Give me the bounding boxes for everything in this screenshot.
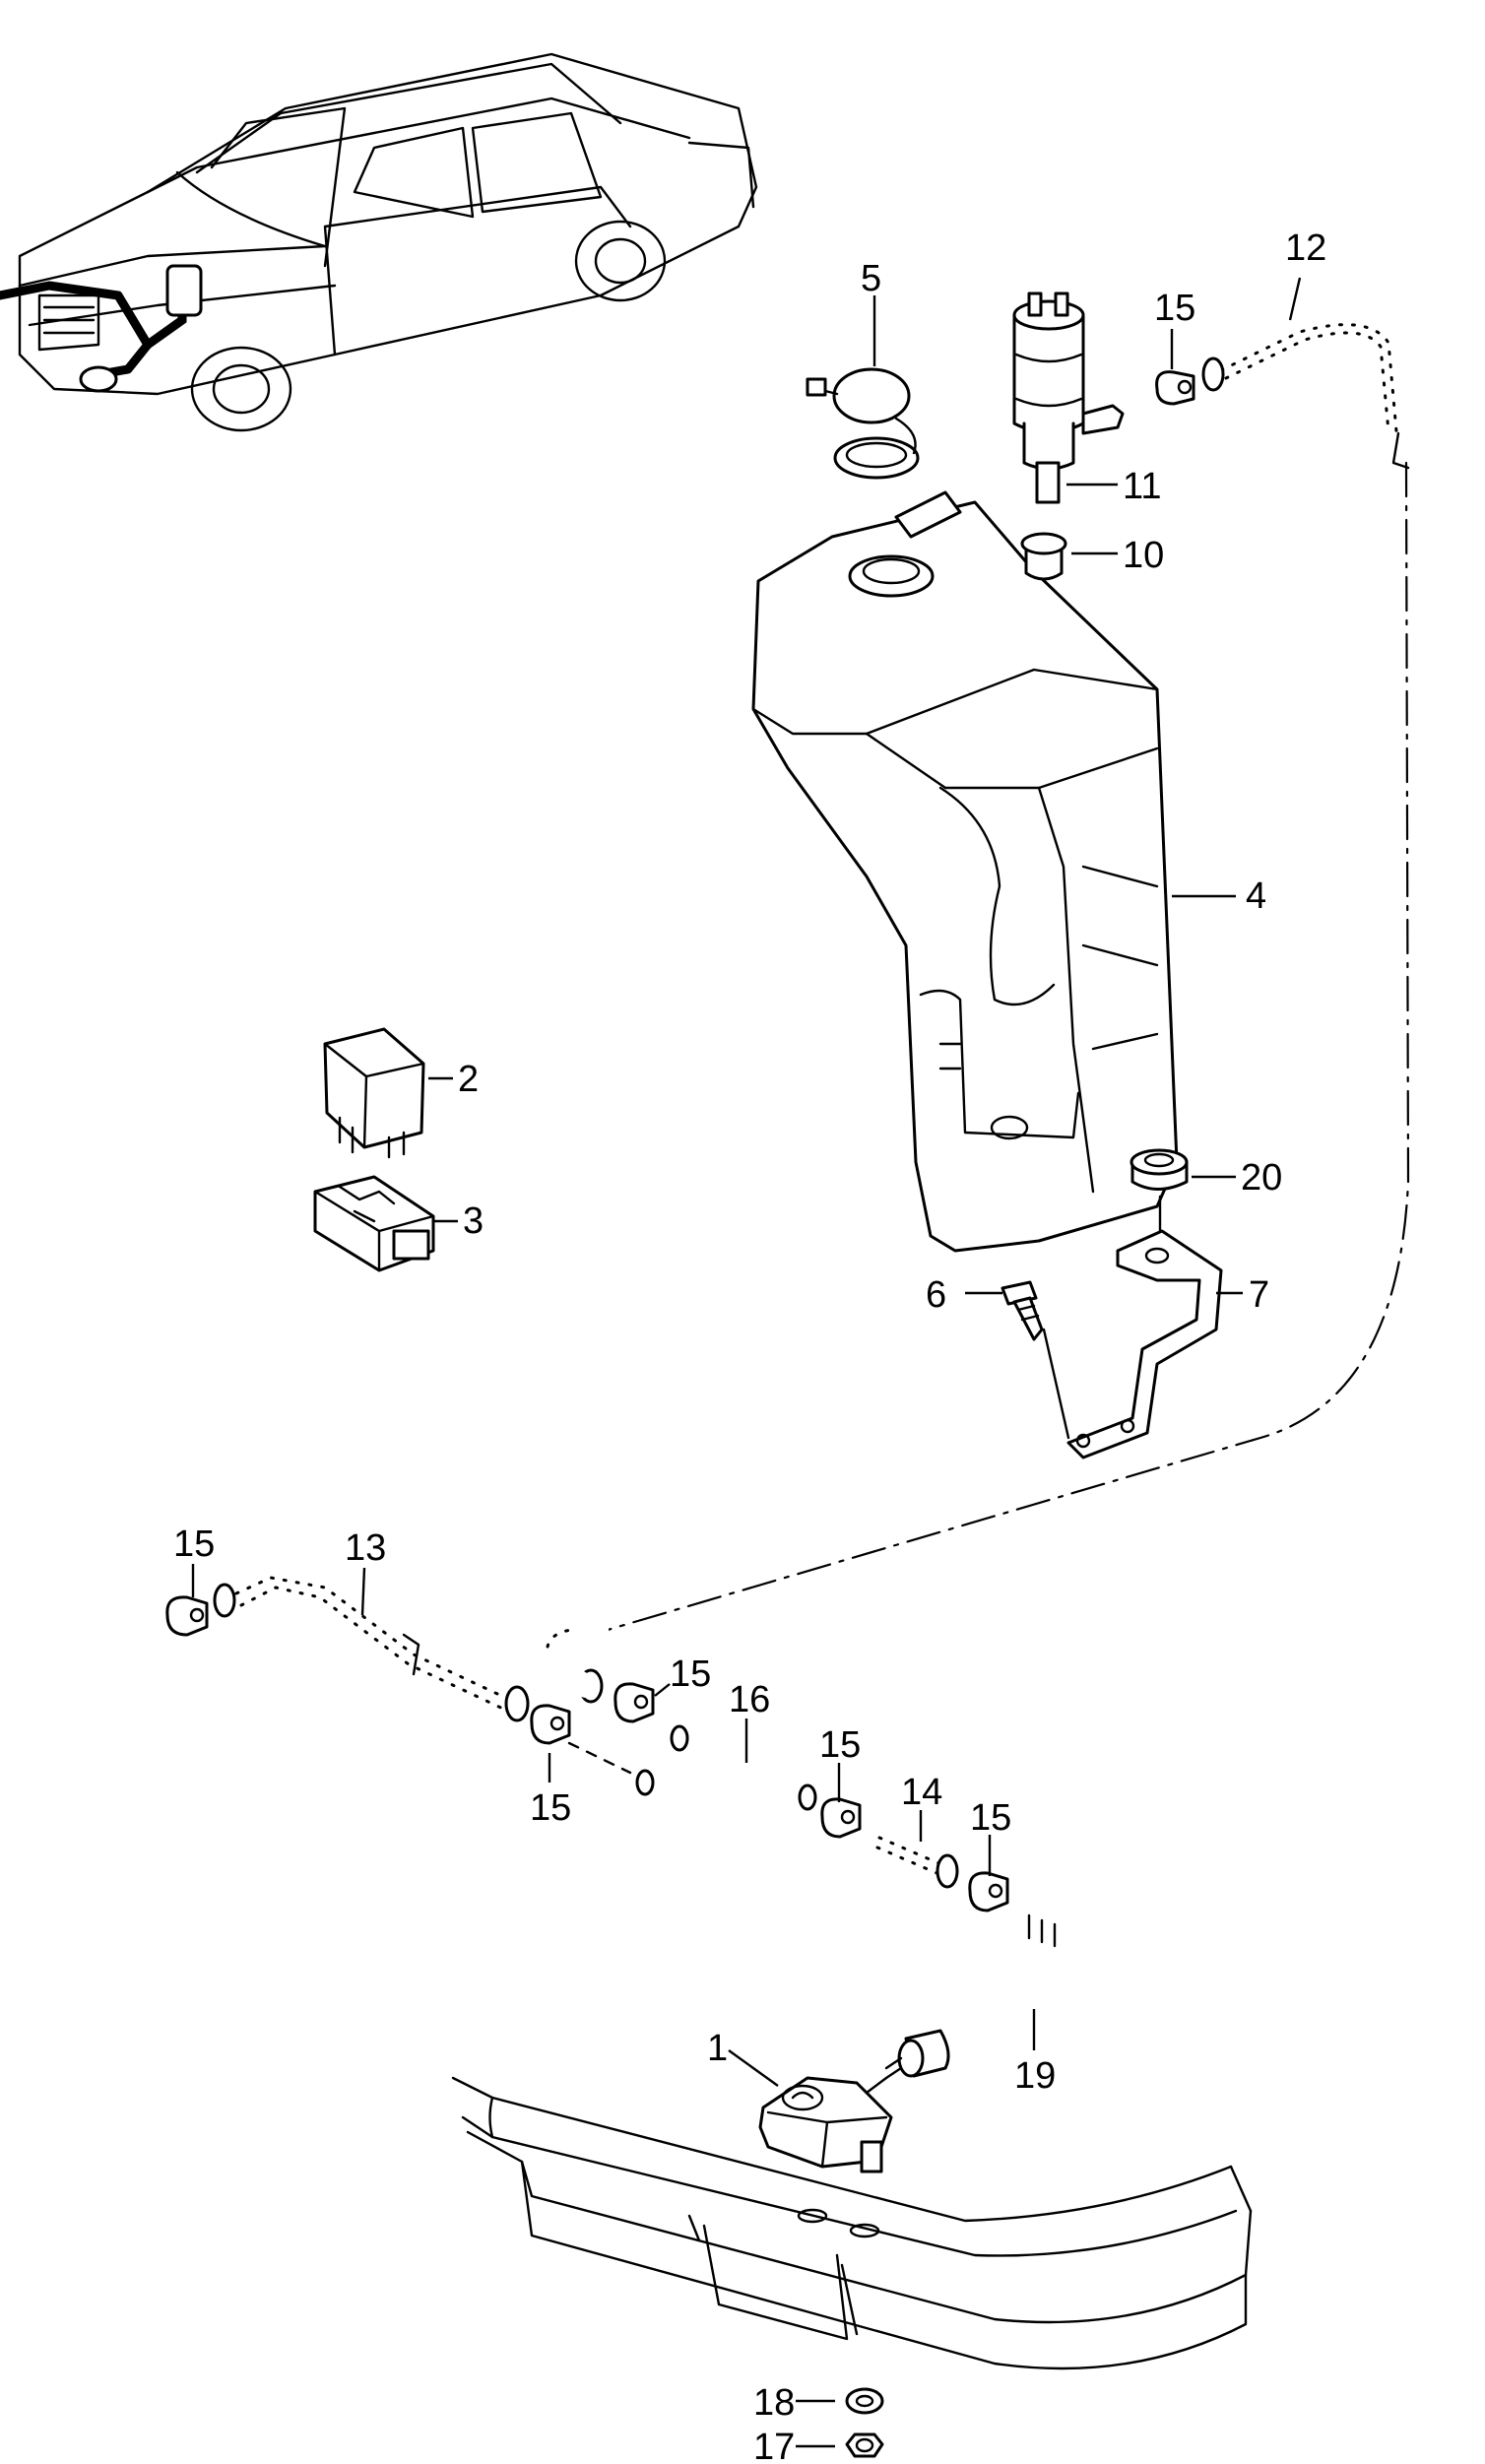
relay-base [313, 1175, 435, 1272]
callout-15-right: 15 [970, 1797, 1011, 1839]
filler-cap [806, 367, 920, 480]
reservoir-grommet [1130, 1148, 1189, 1233]
callout-5: 5 [861, 258, 881, 299]
washer-pump [1012, 292, 1125, 504]
hose-clip-right [968, 1871, 1009, 1913]
callout-10: 10 [1123, 535, 1164, 576]
callout-15-junction-left: 15 [530, 1787, 571, 1829]
t-connector [635, 1724, 817, 1816]
hose-clip-mid [820, 1797, 862, 1839]
callout-6: 6 [926, 1274, 946, 1316]
callout-15-left: 15 [173, 1524, 215, 1565]
nut [845, 2432, 884, 2458]
callout-2: 2 [458, 1059, 479, 1100]
callout-15-top: 15 [1154, 288, 1195, 329]
callout-18: 18 [753, 2382, 795, 2424]
callout-15-junction-right: 15 [670, 1653, 711, 1695]
washer-fluid-reservoir [751, 490, 1179, 1253]
callout-15-mid: 15 [819, 1724, 861, 1766]
hose-clip-top [1155, 370, 1195, 406]
callout-17: 17 [753, 2427, 795, 2464]
callout-3: 3 [463, 1200, 484, 1242]
callout-12: 12 [1285, 227, 1326, 269]
hose-14 [863, 1828, 959, 1889]
callout-13: 13 [345, 1527, 386, 1569]
callout-4: 4 [1246, 875, 1266, 917]
front-bumper [451, 2076, 1253, 2370]
nozzle-hose-19 [897, 1913, 1111, 2078]
callout-7: 7 [1249, 1274, 1269, 1316]
hose-clip-junction-right [613, 1682, 655, 1723]
callout-1: 1 [707, 2028, 728, 2069]
supply-hose-lower-end [531, 1612, 609, 1704]
supply-hose-12 [1197, 308, 1417, 470]
car-overview-illustration [0, 52, 758, 432]
washer [845, 2387, 884, 2415]
headlight-washer-nozzle [758, 2056, 903, 2173]
junction-dash [567, 1741, 632, 1775]
callout-11: 11 [1123, 466, 1161, 507]
leader-lines [191, 277, 1302, 2448]
callout-14: 14 [901, 1772, 942, 1813]
hose-13 [212, 1563, 530, 1722]
relay [323, 1027, 425, 1159]
mounting-bracket [1042, 1229, 1223, 1459]
self-tapping-screw [1001, 1280, 1044, 1341]
callout-16: 16 [729, 1679, 770, 1720]
callout-19: 19 [1014, 2055, 1056, 2097]
callout-20: 20 [1241, 1157, 1282, 1199]
hose-route-line [589, 461, 1410, 1637]
pump-grommet [1020, 532, 1067, 581]
hose-clip-junction-left [530, 1704, 571, 1745]
hose-clip-left [165, 1595, 209, 1637]
